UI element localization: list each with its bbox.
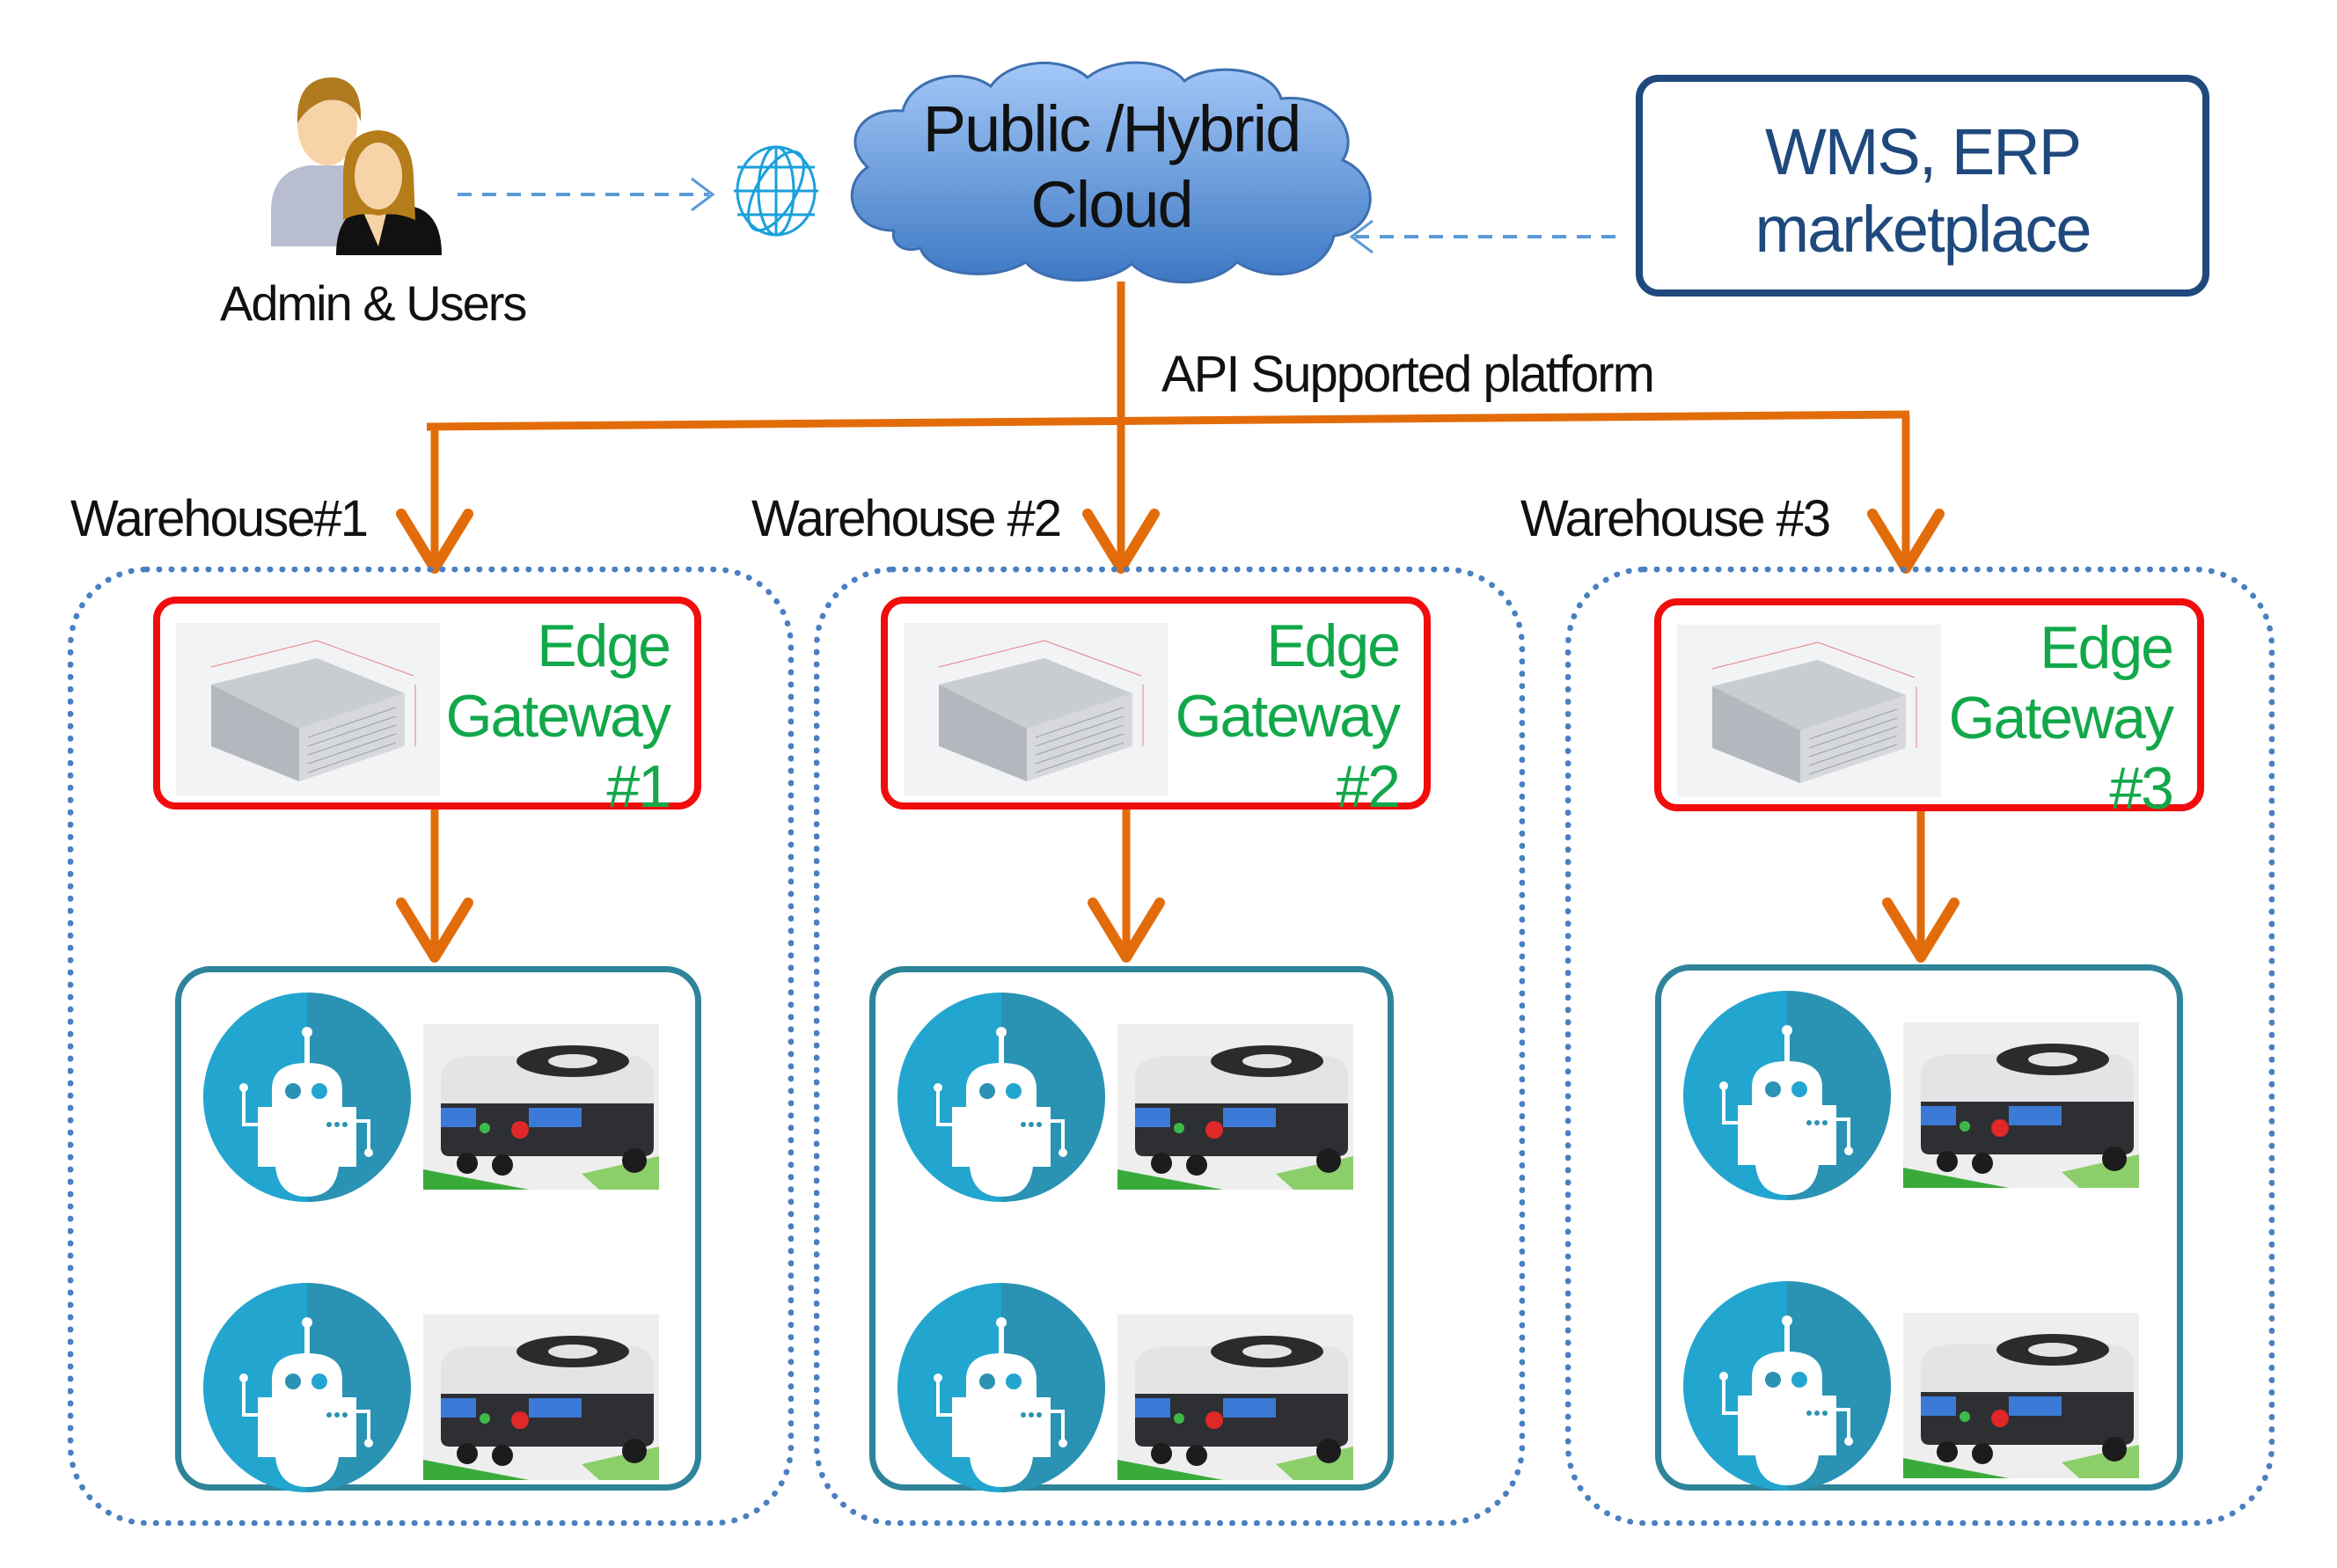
wms-to-cloud-arrow — [1349, 219, 1626, 254]
cloud-icon — [850, 61, 1372, 284]
warehouse-2-label: Warehouse #2 — [751, 490, 1062, 547]
arrow-to-warehouse-2 — [1082, 422, 1160, 574]
arrow-to-warehouse-3 — [1867, 414, 1945, 574]
gateway-device-image — [904, 623, 1168, 795]
robot-icon — [897, 993, 1105, 1202]
gateway-device-image — [1677, 625, 1941, 797]
wms-erp-marketplace-box: WMS, ERP marketplace — [1636, 75, 2209, 297]
agv-robot-image — [423, 1024, 659, 1190]
robot-icon — [203, 993, 411, 1202]
gateway-3-line-1: Edge — [2040, 614, 2174, 681]
gateway-1-line-3: #1 — [606, 753, 671, 820]
edge-gateway-3: Edge Gateway #3 — [1654, 598, 2204, 822]
gateway-2-line-3: #2 — [1336, 753, 1401, 820]
api-bus-line — [426, 410, 1910, 431]
gateway-device-image — [176, 623, 440, 795]
agv-robot-image — [1117, 1315, 1353, 1480]
robot-icon — [1683, 991, 1891, 1200]
robot-icon — [1683, 1281, 1891, 1491]
users-icon — [271, 77, 442, 255]
wms-label-line-2: marketplace — [1755, 193, 2092, 266]
edge-gateway-1: Edge Gateway #1 — [153, 597, 701, 820]
robot-icon — [897, 1283, 1105, 1492]
api-supported-label: API Supported platform — [1161, 346, 1655, 403]
edge-gateway-2: Edge Gateway #2 — [881, 597, 1431, 820]
warehouse-3-label: Warehouse #3 — [1520, 490, 1831, 547]
admin-users-node — [255, 70, 466, 264]
cloud-label-line-2: Cloud — [1030, 168, 1193, 241]
arrow-gateway-2-to-robots — [1088, 809, 1165, 963]
admin-users-label: Admin & Users — [220, 275, 527, 331]
warehouse-1-label: Warehouse#1 — [70, 490, 369, 547]
warehouse-2-container — [814, 567, 1525, 1526]
gateway-2-line-1: Edge — [1266, 612, 1401, 679]
cloud-node: Public /Hybrid Cloud — [832, 55, 1390, 289]
robot-icon — [203, 1283, 411, 1492]
agv-robot-image — [1903, 1022, 2139, 1188]
agv-robot-image — [1903, 1313, 2139, 1478]
agv-robot-image — [1117, 1024, 1353, 1190]
users-to-cloud-arrow — [458, 177, 715, 212]
warehouse-3-container — [1565, 567, 2275, 1526]
globe-icon — [727, 141, 825, 241]
gateway-1-line-2: Gateway — [445, 683, 671, 750]
gateway-2-line-2: Gateway — [1175, 683, 1401, 750]
arrow-gateway-3-to-robots — [1882, 809, 1960, 963]
gateway-1-line-1: Edge — [537, 612, 671, 679]
arrow-to-warehouse-1 — [396, 427, 473, 574]
arrow-gateway-1-to-robots — [396, 809, 473, 963]
agv-robot-image — [423, 1315, 659, 1480]
cloud-label-line-1: Public /Hybrid — [922, 92, 1302, 165]
warehouse-1-container — [68, 567, 794, 1526]
gateway-3-line-3: #3 — [2109, 755, 2174, 822]
gateway-3-line-2: Gateway — [1948, 685, 2174, 751]
wms-label-line-1: WMS, ERP — [1764, 115, 2082, 188]
